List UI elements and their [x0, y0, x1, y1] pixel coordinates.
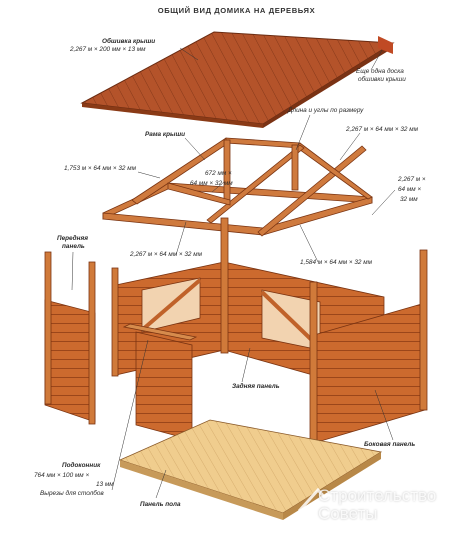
label-side-panel: Боковая панель: [364, 441, 416, 448]
watermark-line-2: Советы: [318, 504, 378, 523]
windowsill-panel: [122, 323, 198, 441]
label-floor-panel: Панель пола: [140, 501, 181, 508]
label-dim-left: 1,753 м × 64 мм × 32 мм: [64, 165, 137, 172]
label-dim-right-1: 2,267 м ×: [398, 176, 426, 183]
label-extra-board-1: Еще одна доска: [356, 68, 404, 75]
watermark: Строительство Советы: [268, 480, 468, 530]
side-panel: [309, 249, 428, 445]
label-windowsill-dim: 764 мм × 100 мм ×: [34, 472, 90, 479]
label-front-panel-2: панель: [62, 243, 85, 250]
label-roof-sheathing: Обшивка крыши: [102, 38, 156, 45]
label-extra-board-2: обшивки крыши: [358, 76, 406, 83]
diagram-title: ОБЩИЙ ВИД ДОМИКА НА ДЕРЕВЬЯХ: [157, 6, 316, 15]
watermark-logo-icon: [297, 487, 339, 531]
label-dim-center-1: 672 мм ×: [205, 170, 232, 177]
label-front-panel-1: Передняя: [57, 235, 89, 242]
watermark-line-1: Строительство: [318, 486, 437, 505]
label-roof-sheathing-dim: 2,267 м × 200 мм × 13 мм: [70, 46, 146, 53]
roof-sheathing: [80, 31, 395, 128]
label-post-cutouts: Вырезы для столбов: [40, 490, 104, 497]
roof-frame: [102, 137, 373, 237]
label-dim-lower-right: 1,584 м × 64 мм × 32 мм: [300, 259, 373, 266]
label-windowsill-thickness: 13 мм: [96, 481, 114, 488]
leader-lines: [71, 47, 396, 499]
label-dim-lower-left: 2,267 м × 64 мм × 32 мм: [130, 251, 203, 258]
front-panel: [44, 251, 96, 425]
label-dim-center-2: 64 мм × 32 мм: [190, 180, 233, 187]
label-dim-right-2: 64 мм ×: [398, 186, 422, 193]
label-roof-frame: Рама крыши: [145, 131, 186, 138]
label-length-angles: Длина и углы по размеру: [288, 107, 364, 114]
label-back-panel: Задняя панель: [232, 383, 280, 390]
label-dim-top-right: 2,267 м × 64 мм × 32 мм: [346, 126, 419, 133]
label-windowsill: Подоконник: [62, 462, 101, 469]
label-dim-right-3: 32 мм: [400, 196, 418, 203]
